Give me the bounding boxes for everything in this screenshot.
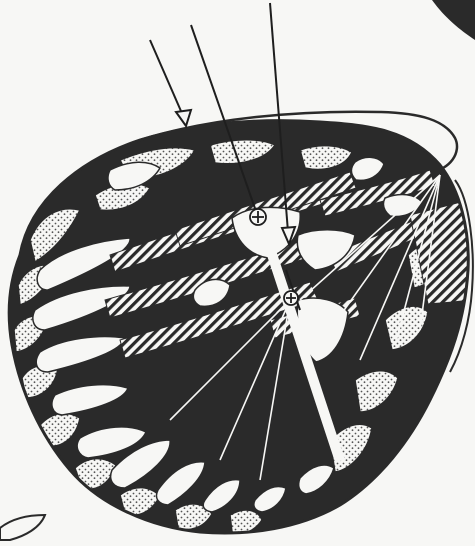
corner-fragment	[432, 0, 475, 40]
wing-body	[0, 100, 475, 546]
corner-fragment-bottom	[0, 515, 45, 540]
marker-2	[284, 291, 298, 305]
arrow-1	[150, 40, 191, 126]
marker-1	[250, 209, 266, 225]
